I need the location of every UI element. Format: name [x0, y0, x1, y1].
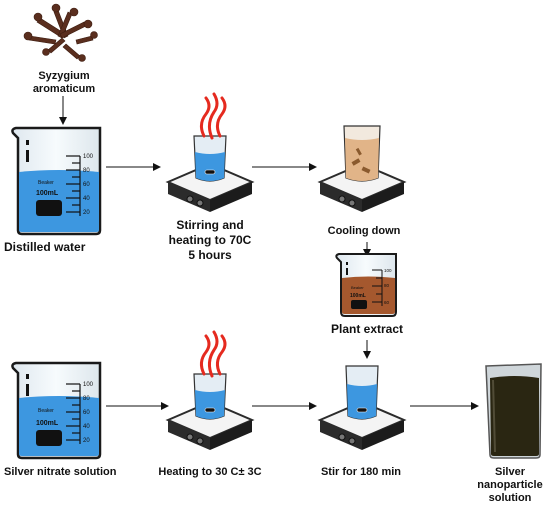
nanoparticle-solution-beaker	[485, 363, 542, 459]
plant-extract-label: Plant extract	[330, 322, 404, 336]
cooling-down-label: Cooling down	[327, 225, 401, 237]
beaker4-tick-100: 100	[83, 382, 94, 388]
stirring-line-3: 5 hours	[188, 248, 232, 262]
beaker4-brand: Beaker	[38, 408, 54, 414]
stirring-line-2: heating to 70C	[168, 233, 252, 247]
clove-spice-icon	[23, 3, 98, 62]
product-line-3: solution	[488, 492, 532, 504]
extract-brand: Beaker	[351, 285, 364, 290]
beaker4-tick-80: 80	[83, 396, 90, 402]
plant-name-line-2: aromaticum	[32, 83, 96, 95]
extract-volume: 100mL	[350, 293, 366, 299]
product-line-2: nanoparticle	[477, 479, 543, 491]
beaker1-tick-80: 80	[83, 168, 90, 174]
flame-icon	[199, 330, 227, 378]
extract-tick-60: 60	[384, 300, 390, 305]
hot-plate-stirring	[317, 365, 407, 450]
heating-30-label: Heating to 30 C± 3C	[158, 466, 262, 478]
beaker1-tick-100: 100	[83, 154, 94, 160]
distilled-water-label: Distilled water	[4, 240, 86, 254]
beaker1-tick-40: 40	[83, 196, 90, 202]
product-line-1: Silver	[495, 466, 525, 478]
stir-180-label: Stir for 180 min	[320, 466, 402, 478]
beaker1-tick-60: 60	[83, 182, 90, 188]
beaker4-volume: 100mL	[36, 420, 59, 427]
beaker4-tick-20: 20	[83, 438, 90, 444]
stirring-line-1: Stirring and	[176, 218, 244, 232]
extract-tick-80: 80	[384, 283, 390, 288]
plant-name-label: Syzygium aromaticum	[22, 70, 106, 96]
product-label: Silver nanoparticle solution	[470, 466, 550, 505]
stirring-heating-label: Stirring and heating to 70C 5 hours	[150, 218, 270, 263]
beaker1-brand: Beaker	[38, 180, 54, 186]
beaker1-volume: 100mL	[36, 190, 59, 197]
hot-plate-heating-70	[165, 92, 255, 212]
flame-icon	[199, 92, 227, 140]
silver-nitrate-label: Silver nitrate solution	[4, 466, 117, 478]
beaker4-tick-40: 40	[83, 424, 90, 430]
plant-extract-beaker: 100 80 60 Beaker 100mL	[335, 253, 397, 317]
hot-plate-cooling	[317, 125, 407, 212]
beaker1-tick-20: 20	[83, 210, 90, 216]
distilled-water-beaker: 100 80 60 40 20 Beaker 100mL	[11, 126, 102, 236]
plant-name-line-1: Syzygium	[38, 70, 90, 82]
beaker4-tick-60: 60	[83, 410, 90, 416]
hot-plate-heating-30	[165, 330, 255, 450]
extract-tick-100: 100	[384, 268, 392, 273]
silver-nitrate-beaker: 100 80 60 40 20 Beaker 100mL	[11, 361, 102, 460]
